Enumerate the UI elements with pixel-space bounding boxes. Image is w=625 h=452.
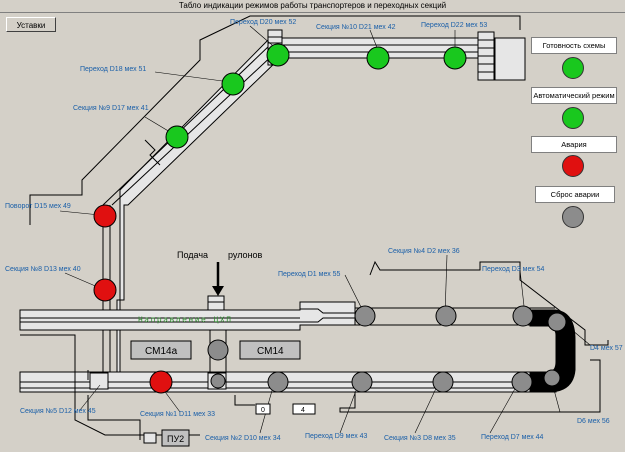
label-d22: Переход D22 мех 53 [421,22,487,29]
label-d13: Секция №8 D13 мех 40 [5,266,81,273]
lamp-d11 [149,370,173,394]
lamp-d7 [511,371,533,393]
lamp-d22 [443,46,467,70]
machine-sm14a [130,340,192,360]
alarm-reset-button[interactable] [562,206,584,228]
label-d7: Переход D7 мех 44 [481,434,544,441]
label-d21: Секция №10 D21 мех 42 [316,24,396,31]
lamp-d15 [93,204,117,228]
label-d10: Секция №2 D10 мех 34 [205,435,281,442]
lamp-d21 [366,46,390,70]
label-d12: Секция №5 D12 мех 45 [20,408,96,415]
alarm-label: Авария [531,136,617,153]
label-d11: Секция №1 D11 мех 33 [140,411,215,418]
feed-label-1: Подача [177,250,208,260]
auto-mode-lamp [562,107,584,129]
svg-text:4: 4 [301,407,305,414]
svg-text:0: 0 [261,407,265,414]
label-d17: Секция №9 D17 мех 41 [73,105,149,112]
counter-4 [292,403,316,415]
alarm-reset-label[interactable]: Сброс аварии [535,186,615,203]
label-d4sec: Секция №4 D2 мех 36 [388,248,460,255]
label-d6: D6 мех 56 [577,418,610,425]
ready-lamp [562,57,584,79]
lamp-d3 [512,305,534,327]
lamp-d18 [221,72,245,96]
lamp-d20 [266,43,290,67]
lamp-top-mid [207,339,229,361]
alarm-lamp [562,155,584,177]
feed-label-2: рулонов [228,250,263,260]
lamp-d8 [432,371,454,393]
lamp-d9 [351,371,373,393]
lamp-d4 [547,312,567,332]
machine-sm14 [239,340,301,360]
lamp-d2 [435,305,457,327]
settings-button[interactable]: Уставки [6,17,56,32]
lamp-d10 [267,371,289,393]
machine-pu2 [161,429,190,447]
label-d15: Поворот D15 мех 49 [5,203,71,210]
machine-sm14a-label: СМ14а [145,346,178,357]
lamp-d13 [93,278,117,302]
label-d8: Секция №3 D8 мех 35 [384,435,456,442]
lamp-d17 [165,125,189,149]
direction-label: Направление ЦХП [138,316,233,325]
machine-pu2-label: ПУ2 [167,434,184,444]
label-d3: Переход D3 мех 54 [482,266,545,273]
label-d9: Переход D9 мех 43 [305,433,368,440]
auto-mode-label: Автоматический режим [531,87,617,104]
counter-0 [255,403,271,415]
ready-label: Готовность схемы [531,37,617,54]
window-title: Табло индикации режимов работы транспорт… [0,0,625,13]
machine-sm14-label: СМ14 [257,346,284,357]
lamp-bot-mid [210,373,226,389]
label-d1: Переход D1 мех 55 [278,271,341,278]
label-d20: Переход D20 мех 52 [230,19,296,26]
lamp-d1 [354,305,376,327]
label-d18: Переход D18 мех 51 [80,66,146,73]
lamp-d6 [543,369,561,387]
label-d4: D4 мех 57 [590,345,623,352]
